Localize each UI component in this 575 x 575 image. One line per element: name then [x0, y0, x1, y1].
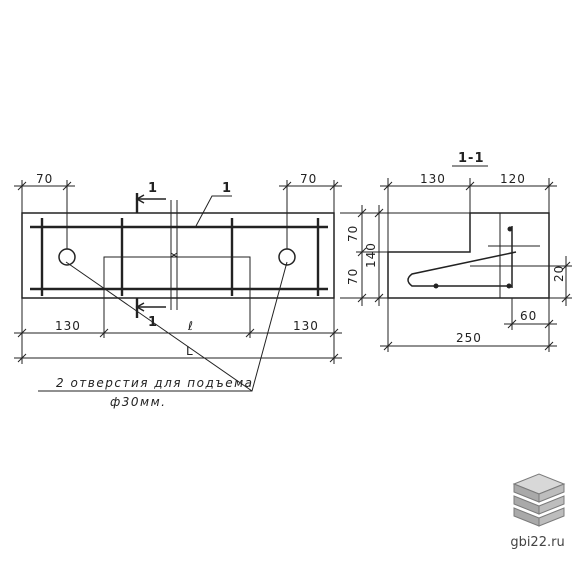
- plan-dim-top: [14, 180, 342, 249]
- note-leader: [38, 261, 288, 392]
- rebar-label: 1: [222, 181, 232, 196]
- plan-dim-bottom: [14, 298, 342, 364]
- section-mark-top: 1: [148, 181, 158, 196]
- plan-dim-bottom-right: 130: [293, 319, 319, 333]
- note-line-2: ф30мм.: [110, 395, 166, 409]
- plan-view: 1 1 1 70 70: [14, 172, 342, 409]
- section-dim-top-right: 120: [500, 172, 526, 186]
- section-dim-left-total: 140: [364, 242, 378, 268]
- section-cut-marker: [135, 193, 166, 318]
- section-dim-left-upper: 70: [346, 225, 360, 242]
- section-dim-right: [549, 256, 572, 306]
- note-line-1: 2 отверстия для подъема: [56, 376, 254, 390]
- section-dim-top-left: 130: [420, 172, 446, 186]
- break-lines: [170, 200, 178, 310]
- section-view: 1-1 130 120: [340, 151, 572, 352]
- section-dim-top: [380, 178, 557, 252]
- site-logo-icon: [512, 473, 566, 527]
- section-rebar-dot-3: [506, 283, 512, 289]
- plan-dim-top-left: 70: [36, 172, 53, 186]
- section-rebar: [407, 226, 517, 288]
- section-rebar-dot-1: [507, 226, 513, 232]
- plan-dim-top-right: 70: [300, 172, 317, 186]
- section-dim-left-lower: 70: [346, 268, 360, 285]
- section-dim-bottom: [380, 298, 557, 352]
- section-dim-right-step: 20: [552, 265, 566, 282]
- plan-dim-bottom-mid: ℓ: [187, 319, 194, 333]
- section-dim-bottom-right: 60: [520, 309, 537, 323]
- logo-slab-top: [512, 473, 566, 503]
- logo-slab-bottom: [513, 507, 565, 527]
- plan-dim-overall: L: [186, 344, 194, 358]
- section-rebar-dot-2: [433, 283, 439, 289]
- section-dim-left: [340, 205, 470, 306]
- rebar-leader: [195, 195, 232, 227]
- watermark-site-name: gbi22.ru: [510, 535, 565, 550]
- section-dim-overall: 250: [456, 331, 482, 345]
- plan-dim-bottom-left: 130: [55, 319, 81, 333]
- section-title: 1-1: [458, 151, 485, 166]
- logo-slab-middle: [513, 495, 565, 515]
